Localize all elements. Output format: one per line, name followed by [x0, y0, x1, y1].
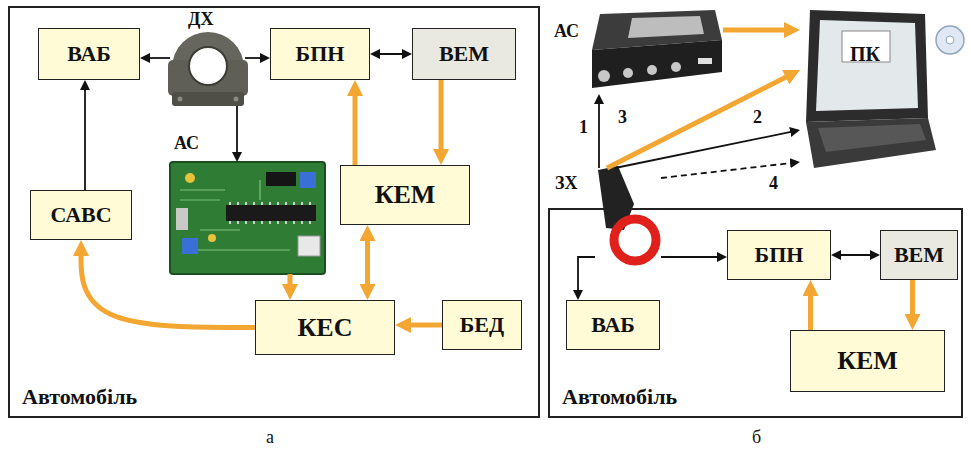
sensor-flange [172, 92, 244, 106]
block-label: БЕД [460, 314, 504, 336]
control-arrow [288, 274, 293, 294]
control-arrow [439, 80, 444, 159]
clamp-jaw [614, 219, 656, 261]
device-label: ДХ [188, 10, 213, 28]
power-arrow [661, 256, 725, 258]
control-arrow [723, 28, 794, 33]
device-label: ЗХ [555, 174, 578, 192]
system-panel: Автомобіль ВАБ ДХ БПН ВЕМ САВС АС КЕМ КЕС БЕД [8, 6, 540, 418]
sensor-node: ДХ [170, 36, 245, 106]
device-panel [628, 16, 704, 38]
capacitor [185, 173, 195, 183]
power-arrow [84, 82, 86, 190]
bnc-socket [623, 68, 633, 78]
block-label: ВЕМ [894, 244, 944, 266]
power-arrow [833, 254, 878, 256]
laptop-keyboard [818, 124, 926, 152]
block-box: ВАБ [566, 300, 660, 350]
sensor-hole [189, 47, 227, 85]
clamp-node: ЗХ [595, 168, 661, 274]
callout-number: 2 [752, 108, 763, 126]
block-box: БПН [270, 28, 370, 80]
panel-heading: Автомобіль [562, 386, 677, 408]
block-box: БЕД [442, 300, 522, 350]
power-arrow [372, 53, 410, 55]
block-box: ВАБ [38, 28, 140, 80]
board [170, 162, 325, 274]
device-label: ПК [850, 44, 880, 64]
callout-number: 3 [617, 108, 628, 126]
subfigure-letter: б [752, 428, 761, 446]
sensor-screw [234, 97, 239, 102]
block-label: БПН [296, 43, 345, 65]
laptop-picture [806, 10, 936, 168]
laptop-screen [816, 20, 918, 111]
control-arrow [365, 231, 370, 294]
circuit-board-picture [170, 162, 325, 274]
power-arrow [236, 106, 238, 160]
block-label: ВАБ [67, 43, 111, 65]
power-arrow [598, 96, 600, 168]
trimmer [300, 172, 316, 188]
block-label: КЕС [298, 315, 353, 341]
scope-node: АС [588, 8, 723, 94]
bnc-socket [598, 70, 610, 82]
block-box: САВС [30, 190, 132, 240]
block-box: ВЕМ [412, 28, 516, 80]
subfigure-letter: а [266, 428, 274, 446]
block-box: БПН [727, 230, 831, 280]
device-label: АС [554, 22, 579, 40]
control-arrow [81, 246, 255, 328]
block-label: САВС [50, 204, 111, 226]
board-node: АС [170, 162, 325, 274]
terminal [176, 208, 188, 230]
device-label: АС [174, 134, 199, 152]
small-chip [266, 172, 296, 186]
power-arrow [245, 57, 268, 59]
laptop-base [806, 118, 936, 168]
power-arrow [578, 257, 595, 298]
bnc-socket [647, 65, 657, 75]
disc-hole [946, 36, 954, 44]
computer-node: ПК [800, 8, 935, 168]
dip-chip [226, 205, 316, 221]
usb-socket [698, 58, 712, 64]
block-box: ВЕМ [880, 230, 958, 280]
bnc-socket [671, 62, 681, 72]
disc-icon [936, 26, 964, 54]
laptop-lid [806, 10, 928, 122]
block-box: КЕМ [340, 165, 470, 225]
control-arrow [401, 323, 442, 328]
block-label: БПН [755, 244, 804, 266]
capacitor [208, 234, 216, 242]
block-label: ВЕМ [439, 43, 489, 65]
power-arrow [142, 57, 170, 59]
current-sensor-picture [168, 32, 248, 106]
control-arrow [607, 73, 795, 168]
panel-heading: Автомобіль [22, 386, 137, 408]
connector [298, 236, 320, 256]
oscilloscope-picture [592, 10, 722, 88]
device-front [592, 40, 722, 88]
current-clamp-picture [598, 166, 656, 261]
trimmer [182, 238, 198, 254]
block-label: КЕМ [375, 182, 436, 208]
block-box: КЕС [255, 300, 395, 355]
callout-number: 1 [578, 118, 589, 136]
chip-pins [230, 202, 310, 224]
control-arrow [808, 286, 813, 330]
block-box: КЕМ [790, 330, 945, 392]
system-panel: Автомобіль БПН ВЕМ ВАБ КЕМ [548, 208, 963, 418]
block-label: КЕМ [837, 348, 898, 374]
control-arrow [910, 280, 915, 324]
callout-number: 4 [768, 174, 779, 192]
control-arrow [353, 86, 358, 165]
block-label: ВАБ [591, 314, 635, 336]
disc [936, 26, 964, 54]
sensor-screw [178, 97, 183, 102]
